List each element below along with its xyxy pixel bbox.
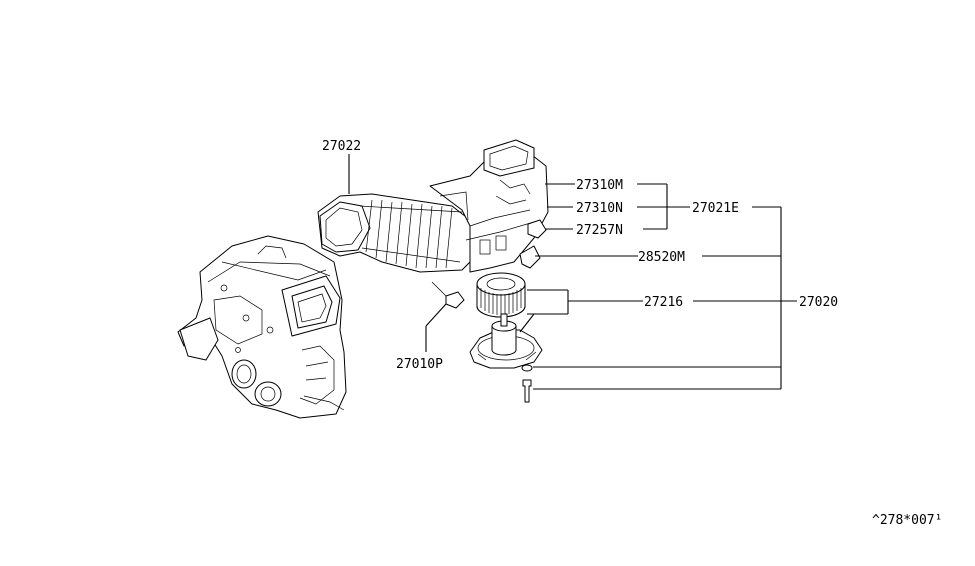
figure-code: ^278*007¹ — [872, 513, 942, 528]
label-28520M: 28520M — [638, 250, 685, 265]
blower-housing-illustration — [429, 139, 549, 273]
small-parts-illustration — [431, 219, 547, 309]
label-27022: 27022 — [322, 139, 361, 154]
screws-illustration — [521, 364, 533, 403]
label-27257N: 27257N — [576, 223, 623, 238]
blower-fan-illustration — [476, 272, 526, 318]
leader-lines — [348, 154, 797, 390]
label-27021E: 27021E — [692, 201, 739, 216]
blower-motor-illustration — [469, 313, 543, 369]
duct-hose-illustration — [317, 193, 475, 273]
heater-unit-illustration — [177, 235, 347, 419]
label-27310N: 27310N — [576, 201, 623, 216]
label-27010P: 27010P — [396, 357, 443, 372]
label-27216: 27216 — [644, 295, 683, 310]
label-27310M: 27310M — [576, 178, 623, 193]
label-27020: 27020 — [799, 295, 838, 310]
